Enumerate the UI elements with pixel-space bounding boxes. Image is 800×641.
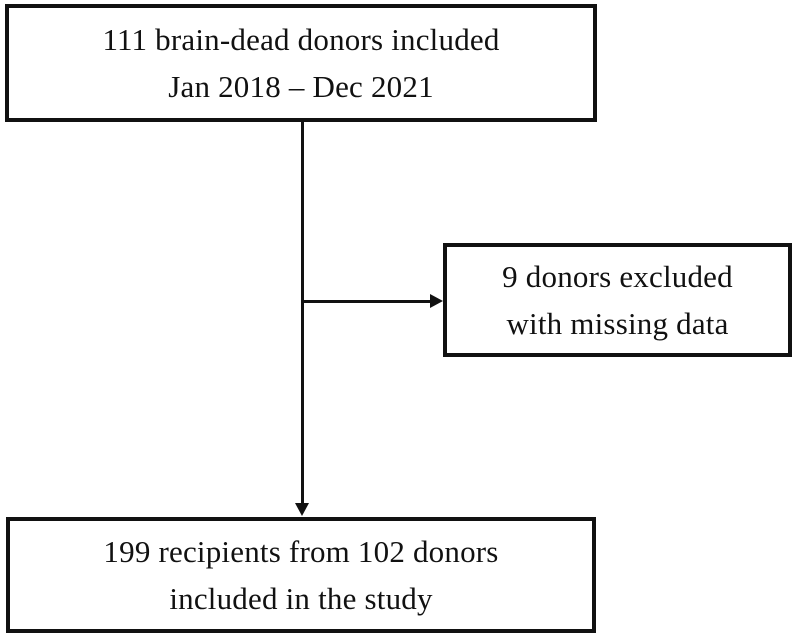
node-included-donors: 111 brain-dead donors included Jan 2018 …: [5, 4, 597, 122]
study-recipients-line2: included in the study: [169, 581, 433, 616]
included-donors-line1: 111 brain-dead donors included: [102, 22, 500, 57]
node-excluded-donors: 9 donors excluded with missing data: [443, 243, 792, 357]
excluded-donors-line1: 9 donors excluded: [502, 259, 733, 294]
node-study-recipients: 199 recipients from 102 donors included …: [6, 517, 596, 633]
study-recipients-line1: 199 recipients from 102 donors: [103, 534, 499, 569]
arrowhead-down-icon: [295, 503, 309, 516]
horizontal-connector-line: [303, 300, 433, 303]
excluded-donors-line2: with missing data: [506, 306, 729, 341]
vertical-connector-line: [301, 122, 304, 505]
arrowhead-right-icon: [430, 294, 443, 308]
included-donors-line2: Jan 2018 – Dec 2021: [168, 69, 434, 104]
